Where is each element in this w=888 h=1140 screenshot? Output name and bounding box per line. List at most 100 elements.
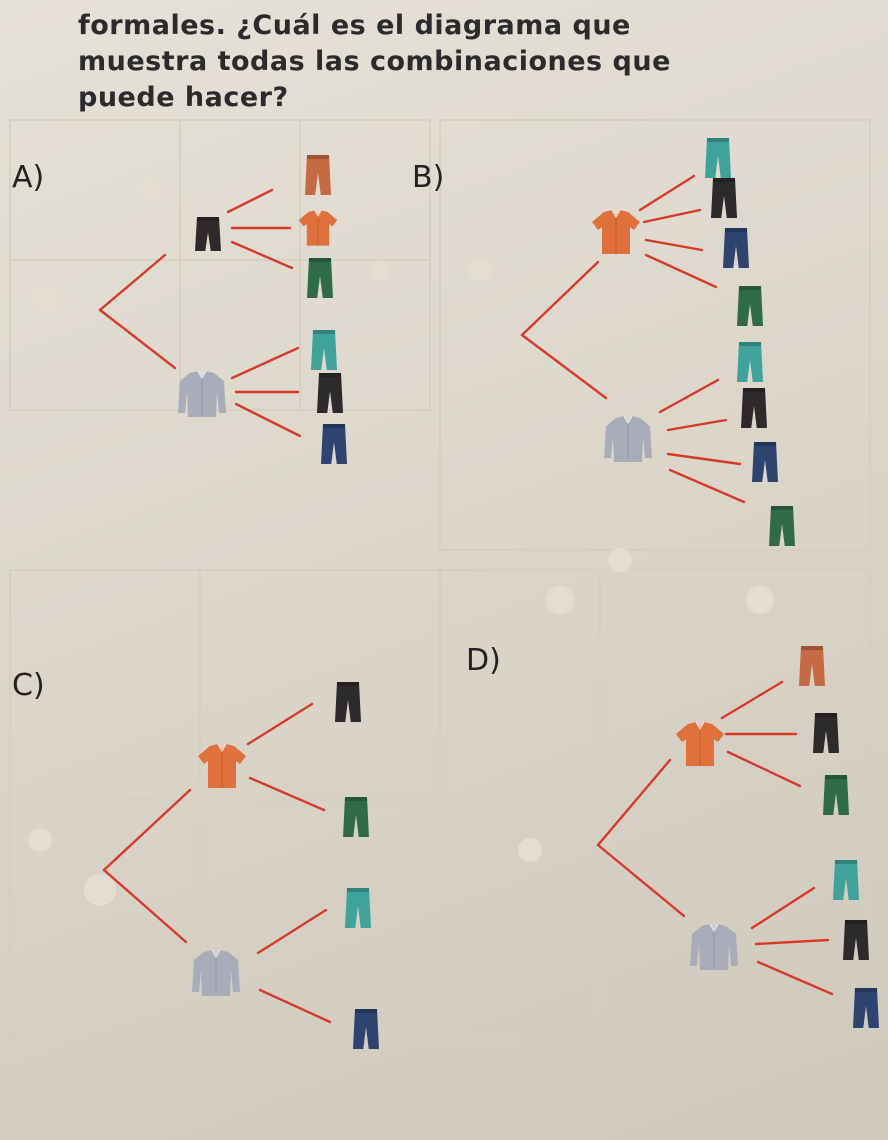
diagram-option-b <box>520 138 795 546</box>
shirt-collar <box>709 923 719 933</box>
branch-line <box>230 240 294 270</box>
pants-icon <box>321 424 347 464</box>
pants-waistband <box>801 646 823 650</box>
shirt-collar <box>695 721 705 731</box>
branch-line <box>230 346 300 380</box>
branch-line <box>666 418 728 432</box>
pants-shape <box>741 388 767 428</box>
shirt-shape <box>592 210 640 254</box>
pants-shape <box>317 373 343 413</box>
pants-waistband <box>713 178 735 182</box>
pants-icon <box>799 646 825 686</box>
pants-shape <box>769 506 795 546</box>
branch-line <box>726 750 802 788</box>
pants-waistband <box>319 373 341 377</box>
pants-icon <box>195 217 221 251</box>
option-b-label: B) <box>412 160 445 195</box>
branch-line <box>102 868 188 944</box>
pants-icon <box>723 228 749 268</box>
shirt-shape <box>690 924 738 970</box>
pants-waistband <box>337 682 359 686</box>
pants-shape <box>305 155 331 195</box>
pants-waistband <box>835 860 857 864</box>
pants-shape <box>705 138 731 178</box>
pants-waistband <box>739 342 761 346</box>
shirt-icon <box>298 210 338 246</box>
pants-icon <box>335 682 361 722</box>
pants-waistband <box>347 888 369 892</box>
pants-icon <box>317 373 343 413</box>
pants-icon <box>737 342 763 382</box>
branch-line <box>98 308 177 370</box>
pants-icon <box>853 988 879 1028</box>
shirt-collar <box>314 210 322 218</box>
shirt-icon <box>592 209 640 254</box>
shirt-shape <box>178 371 226 417</box>
pants-icon <box>752 442 778 482</box>
branch-line <box>642 208 702 224</box>
branch-line <box>258 988 332 1024</box>
pants-shape <box>833 860 859 900</box>
branch-line <box>520 333 608 400</box>
branch-line <box>668 468 746 504</box>
pants-waistband <box>355 1009 377 1013</box>
branch-line <box>666 452 742 466</box>
shirt-icon <box>604 415 652 462</box>
pants-waistband <box>855 988 877 992</box>
shirt-icon <box>676 721 724 766</box>
pants-waistband <box>739 286 761 290</box>
pants-shape <box>853 988 879 1028</box>
shirt-icon <box>178 370 226 417</box>
branch-line <box>754 938 830 946</box>
pants-icon <box>345 888 371 928</box>
pants-waistband <box>323 424 345 428</box>
pants-waistband <box>197 217 219 221</box>
pants-shape <box>737 286 763 326</box>
branch-line <box>248 776 326 812</box>
pants-waistband <box>771 506 793 510</box>
pants-icon <box>305 155 331 195</box>
branch-line <box>226 188 274 214</box>
pants-waistband <box>815 713 837 717</box>
pants-shape <box>843 920 869 960</box>
branch-line <box>658 378 720 414</box>
pants-shape <box>737 342 763 382</box>
pants-icon <box>711 178 737 218</box>
pants-icon <box>307 258 333 298</box>
pants-waistband <box>707 138 729 142</box>
pants-icon <box>833 860 859 900</box>
branch-line <box>256 908 328 955</box>
shirt-shape <box>298 210 338 246</box>
pants-waistband <box>845 920 867 924</box>
branch-line <box>638 174 696 212</box>
shirt-shape <box>198 744 246 788</box>
shirt-collar <box>211 949 221 959</box>
pants-icon <box>353 1009 379 1049</box>
pants-waistband <box>754 442 776 446</box>
shirt-collar <box>197 370 207 380</box>
diagram-option-d <box>596 646 879 1028</box>
pants-icon <box>311 330 337 370</box>
pants-shape <box>723 228 749 268</box>
pants-shape <box>335 682 361 722</box>
diagram-option-a <box>98 155 347 464</box>
branch-line <box>644 238 704 252</box>
branch-line <box>750 886 816 930</box>
pants-waistband <box>309 258 331 262</box>
branch-line <box>102 788 192 872</box>
option-a-label: A) <box>12 160 45 195</box>
pants-icon <box>769 506 795 546</box>
shirt-shape <box>676 722 724 766</box>
pants-shape <box>353 1009 379 1049</box>
pants-icon <box>813 713 839 753</box>
shirt-shape <box>604 416 652 462</box>
shirt-collar <box>623 415 633 425</box>
pants-waistband <box>345 797 367 801</box>
pants-shape <box>345 888 371 928</box>
branch-line <box>234 402 302 438</box>
branch-line <box>596 843 686 918</box>
pants-shape <box>311 330 337 370</box>
pants-icon <box>823 775 849 815</box>
pants-icon <box>843 920 869 960</box>
